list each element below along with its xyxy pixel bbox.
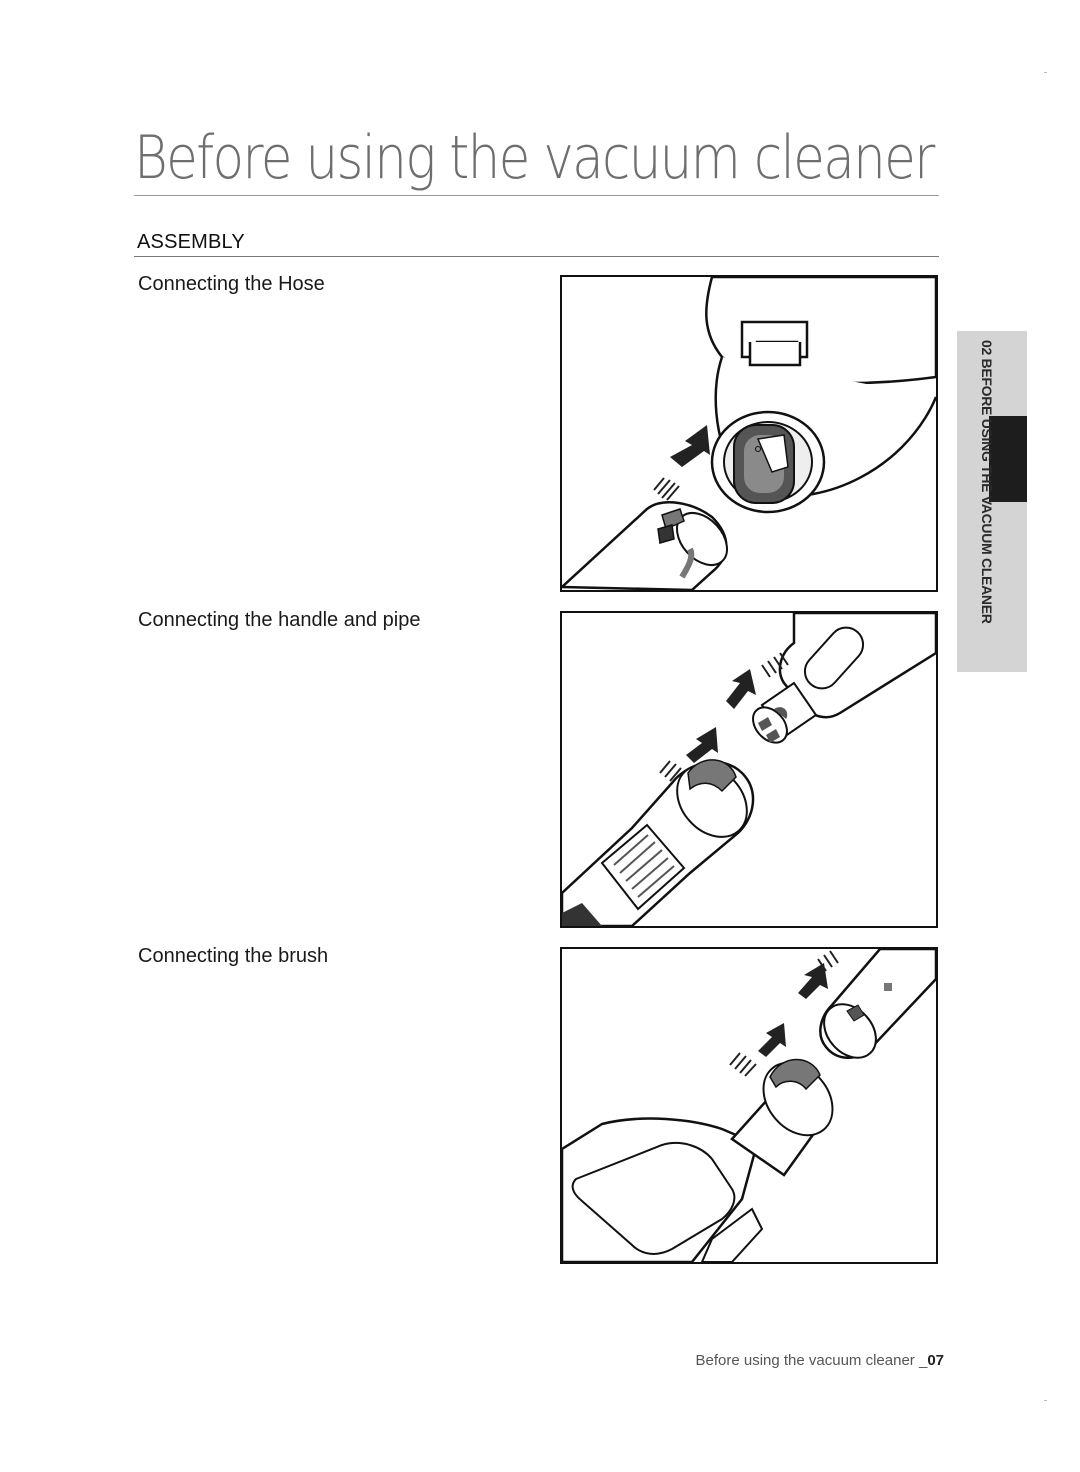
push-arrow-icon: [729, 1023, 786, 1077]
crop-mark: [1044, 72, 1047, 73]
step-label-hose: Connecting the Hose: [138, 273, 325, 295]
chapter-side-tab-label: 02 BEFORE USING THE VACUUM CLEANER: [979, 340, 995, 624]
figure-brush: [560, 947, 938, 1264]
section-heading: ASSEMBLY: [137, 231, 245, 253]
page-number: 07: [927, 1352, 944, 1369]
title-rule: [134, 195, 939, 196]
push-arrow-icon: [726, 652, 789, 709]
figure-hose: [560, 275, 938, 592]
section-rule: [134, 256, 939, 257]
pipe-illustration: [752, 613, 936, 744]
handle-illustration: [562, 759, 755, 926]
footer-text: Before using the vacuum cleaner _: [695, 1352, 928, 1369]
step-label-brush: Connecting the brush: [138, 945, 329, 967]
push-arrow-icon: [798, 950, 839, 999]
step-label-handle-pipe: Connecting the handle and pipe: [138, 609, 421, 631]
pipe-illustration: [819, 949, 936, 1059]
inlet-port: [710, 410, 826, 514]
page-footer: Before using the vacuum cleaner _07: [696, 1352, 945, 1369]
hose-illustration: [562, 501, 728, 590]
push-arrow-icon: [653, 425, 710, 501]
brush-illustration: [562, 1058, 834, 1262]
crop-mark: [1044, 1400, 1047, 1401]
push-arrow-icon: [659, 727, 718, 785]
page-title: Before using the vacuum cleaner: [134, 123, 935, 193]
chapter-side-tab-marker: [989, 416, 1027, 502]
figure-handle-pipe: [560, 611, 938, 928]
